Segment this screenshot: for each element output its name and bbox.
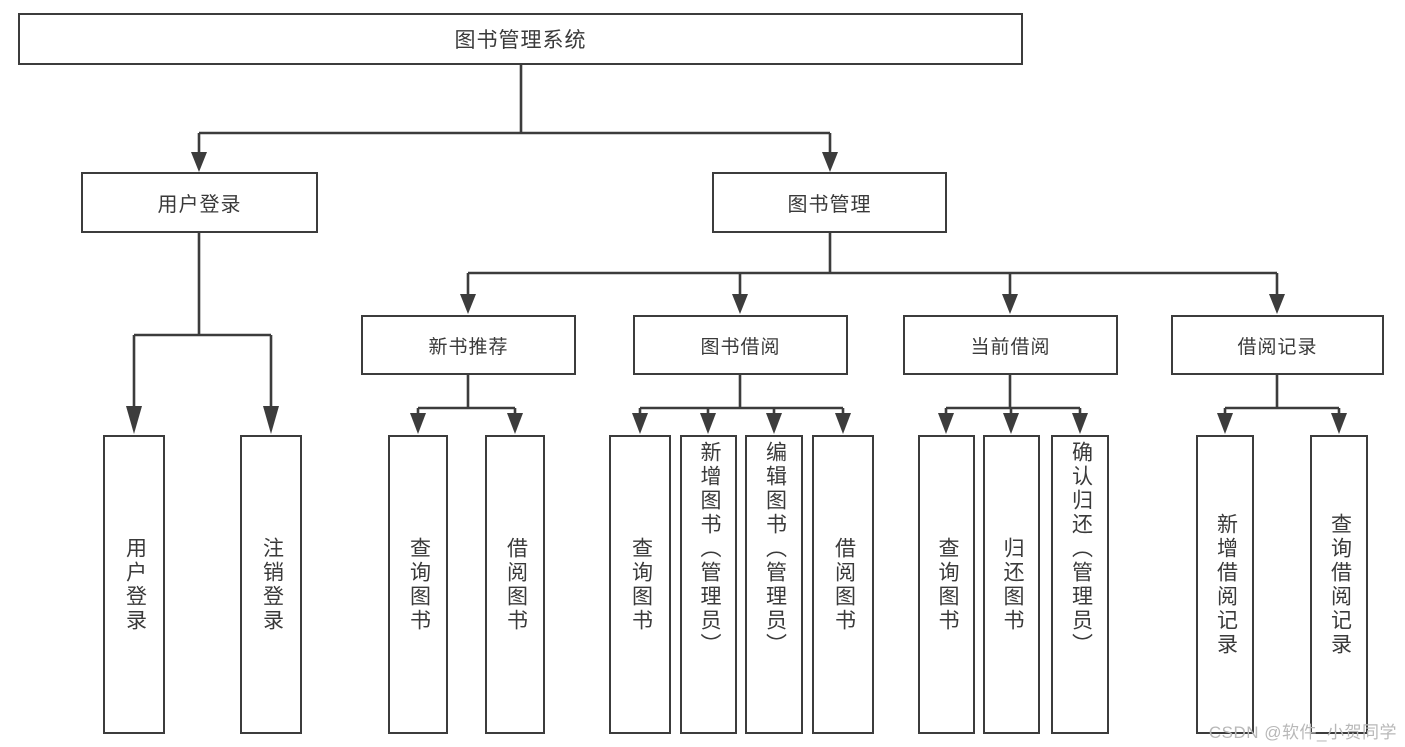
node-current-borrow[interactable]: 当前借阅 bbox=[903, 315, 1118, 375]
leaf-label: 注销登录 bbox=[260, 536, 284, 633]
leaf-current-borrow-confirm[interactable]: 确认归还（管理员） bbox=[1051, 435, 1109, 734]
node-book-management[interactable]: 图书管理 bbox=[712, 172, 947, 233]
leaf-label: 借阅图书 bbox=[504, 536, 528, 633]
leaf-label: 编辑图书（管理员） bbox=[763, 441, 787, 657]
leaf-label: 借阅图书 bbox=[832, 536, 856, 633]
node-borrow-record[interactable]: 借阅记录 bbox=[1171, 315, 1384, 375]
leaf-user-login-logout[interactable]: 注销登录 bbox=[240, 435, 302, 734]
leaf-book-borrow-query[interactable]: 查询图书 bbox=[609, 435, 671, 734]
leaf-label: 查询图书 bbox=[935, 536, 959, 633]
leaf-label: 新增图书（管理员） bbox=[697, 441, 721, 657]
leaf-user-login-signin[interactable]: 用户登录 bbox=[103, 435, 165, 734]
leaf-current-borrow-return[interactable]: 归还图书 bbox=[983, 435, 1040, 734]
leaf-label: 查询借阅记录 bbox=[1328, 512, 1352, 657]
leaf-label: 查询图书 bbox=[407, 536, 431, 633]
leaf-book-borrow-lend[interactable]: 借阅图书 bbox=[812, 435, 874, 734]
leaf-label: 查询图书 bbox=[629, 536, 653, 633]
leaf-book-borrow-edit[interactable]: 编辑图书（管理员） bbox=[745, 435, 803, 734]
leaf-book-borrow-add[interactable]: 新增图书（管理员） bbox=[680, 435, 737, 734]
leaf-label: 新增借阅记录 bbox=[1214, 512, 1238, 657]
node-new-book-recommend[interactable]: 新书推荐 bbox=[361, 315, 576, 375]
leaf-borrow-record-query[interactable]: 查询借阅记录 bbox=[1310, 435, 1368, 734]
leaf-current-borrow-query[interactable]: 查询图书 bbox=[918, 435, 975, 734]
node-root[interactable]: 图书管理系统 bbox=[18, 13, 1023, 65]
leaf-label: 归还图书 bbox=[1000, 536, 1024, 633]
node-user-login[interactable]: 用户登录 bbox=[81, 172, 318, 233]
leaf-label: 确认归还（管理员） bbox=[1069, 441, 1093, 657]
leaf-new-book-borrow[interactable]: 借阅图书 bbox=[485, 435, 545, 734]
leaf-borrow-record-add[interactable]: 新增借阅记录 bbox=[1196, 435, 1254, 734]
leaf-label: 用户登录 bbox=[123, 536, 147, 633]
leaf-new-book-query[interactable]: 查询图书 bbox=[388, 435, 448, 734]
node-book-borrow[interactable]: 图书借阅 bbox=[633, 315, 848, 375]
